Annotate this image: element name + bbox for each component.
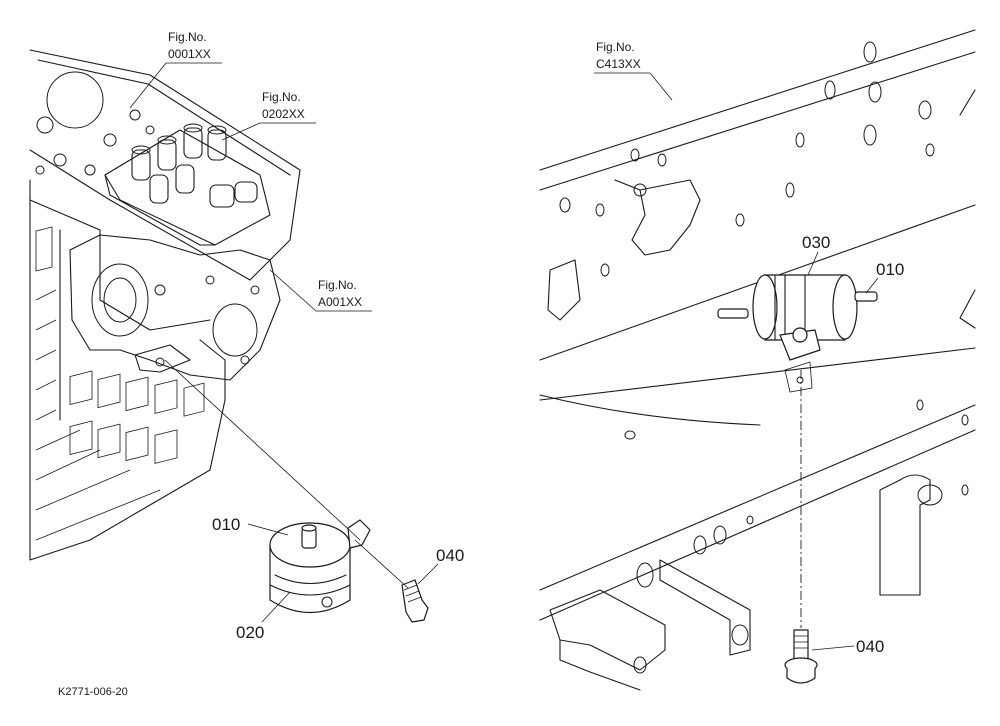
frame-illustration [539, 29, 976, 691]
left-fuel-filter [269, 519, 371, 614]
fig-ref-number: A001XX [318, 295, 362, 309]
left-bolt-leader [354, 539, 409, 589]
fig-ref-label: Fig.No. [262, 90, 301, 104]
right-bolt [784, 629, 818, 684]
fig-ref-number: 0202XX [262, 107, 305, 121]
fig-ref-gear-case: Fig.No. A001XX [269, 269, 372, 312]
engine-block-illustration [29, 49, 301, 561]
callout-left-bracket: 020 [236, 623, 264, 642]
right-slot [784, 361, 813, 393]
callout-left-bolt: 040 [436, 546, 464, 565]
callout-right-bolt: 040 [856, 637, 884, 656]
fig-ref-label: Fig.No. [318, 278, 357, 292]
callout-left-filter: 010 [212, 515, 240, 534]
left-bolt [401, 579, 429, 623]
fig-ref-label: Fig.No. [596, 40, 635, 54]
fig-ref-number: 0001XX [168, 47, 211, 61]
fig-ref-engine-block: Fig.No. 0001XX [129, 30, 222, 109]
fig-ref-number: C413XX [596, 57, 641, 71]
drawing-code: K2771-006-20 [58, 686, 128, 698]
callout-right-filter: 010 [876, 260, 904, 279]
right-mount-bracket [779, 327, 821, 361]
right-fuel-filter [717, 274, 878, 341]
fig-ref-injection-pump: Fig.No. 0202XX [221, 90, 316, 141]
fig-ref-frame: Fig.No. C413XX [594, 40, 673, 101]
left-mount-leader [164, 359, 361, 541]
callout-right-bracket: 030 [802, 233, 830, 252]
fig-ref-label: Fig.No. [168, 30, 207, 44]
